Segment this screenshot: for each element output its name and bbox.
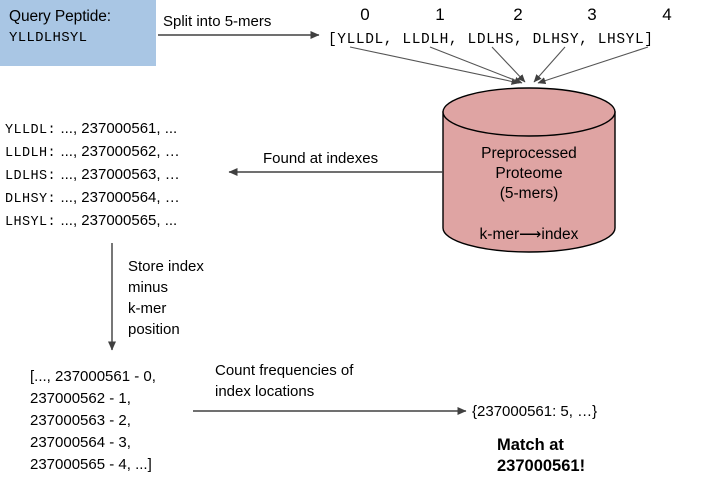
offset-line: 237000565 - 4, ...] — [30, 456, 152, 473]
found-row-values: ..., 237000562, … — [60, 143, 180, 160]
found-row-kmer: DLHSY: — [5, 192, 57, 207]
found-row: LLDLH: ..., 237000562, … — [5, 140, 180, 163]
match-result-line1: Match at — [497, 436, 564, 454]
offset-line: 237000564 - 3, — [30, 434, 131, 451]
query-peptide-sequence: YLLDLHSYL — [9, 30, 88, 46]
count-frequencies-label-line1: Count frequencies of — [215, 362, 354, 379]
store-index-label-line2: minus — [128, 279, 169, 296]
kmer-index-2: 2 — [513, 5, 523, 24]
found-row-kmer: LHSYL: — [5, 215, 57, 230]
database-name-line2: Proteome — [495, 165, 563, 182]
store-index-label: Store index minus k-mer position — [128, 256, 204, 340]
split-into-5mers-label: Split into 5-mers — [163, 13, 272, 30]
found-row-values: ..., 237000561, ... — [60, 120, 178, 137]
found-row-values: ..., 237000564, … — [60, 189, 180, 206]
found-row-kmer: LDLHS: — [5, 169, 57, 184]
found-row: DLHSY: ..., 237000564, … — [5, 186, 180, 209]
found-row: LHSYL: ..., 237000565, ... — [5, 209, 180, 232]
kmer-index-4: 4 — [662, 5, 672, 24]
query-peptide-label: Query Peptide: — [9, 8, 111, 25]
store-index-label-line1: Store index — [128, 258, 204, 275]
found-row: YLLDL: ..., 237000561, ... — [5, 117, 180, 140]
found-row-values: ..., 237000565, ... — [60, 212, 178, 229]
match-result: Match at 237000561! — [497, 435, 585, 477]
kmer-index-1: 1 — [435, 5, 445, 24]
proteome-database-cylinder — [442, 87, 616, 253]
database-name-line1: Preprocessed — [481, 145, 577, 162]
count-frequencies-label: Count frequencies of index locations — [215, 360, 353, 402]
found-row-kmer: LLDLH: — [5, 146, 57, 161]
database-name-line3: (5-mers) — [499, 185, 559, 202]
found-row: LDLHS: ..., 237000563, … — [5, 163, 180, 186]
offset-line: [..., 237000561 - 0, — [30, 368, 156, 385]
offset-line: 237000563 - 2, — [30, 412, 131, 429]
kmer-array-text: [YLLDL, LLDLH, LDLHS, DLHSY, LHSYL] — [328, 32, 654, 48]
found-indexes-list: YLLDL: ..., 237000561, ... LLDLH: ..., 2… — [5, 117, 180, 232]
match-result-line2: 237000561! — [497, 457, 586, 475]
found-row-kmer: YLLDL: — [5, 123, 57, 138]
offset-list: [..., 237000561 - 0, 237000562 - 1, 2370… — [30, 366, 156, 476]
kmer-to-db-arrows — [349, 46, 649, 85]
kmer-index-3: 3 — [587, 5, 597, 24]
database-label-group: Preprocessed Proteome (5-mers) k-mer⟶ind… — [443, 86, 615, 252]
frequency-dictionary-result: {237000561: 5, …} — [472, 403, 598, 420]
count-frequencies-label-line2: index locations — [215, 383, 315, 400]
database-mapping-label: k-mer⟶index — [479, 226, 579, 243]
store-index-label-line3: k-mer — [128, 300, 167, 317]
found-row-values: ..., 237000563, … — [60, 166, 180, 183]
found-at-indexes-label: Found at indexes — [263, 150, 379, 167]
query-peptide-box: Query Peptide: YLLDLHSYL — [0, 0, 156, 66]
store-index-label-line4: position — [128, 321, 180, 338]
database-name: Preprocessed Proteome (5-mers) — [443, 144, 615, 204]
offset-line: 237000562 - 1, — [30, 390, 131, 407]
kmer-index-0: 0 — [360, 5, 370, 24]
